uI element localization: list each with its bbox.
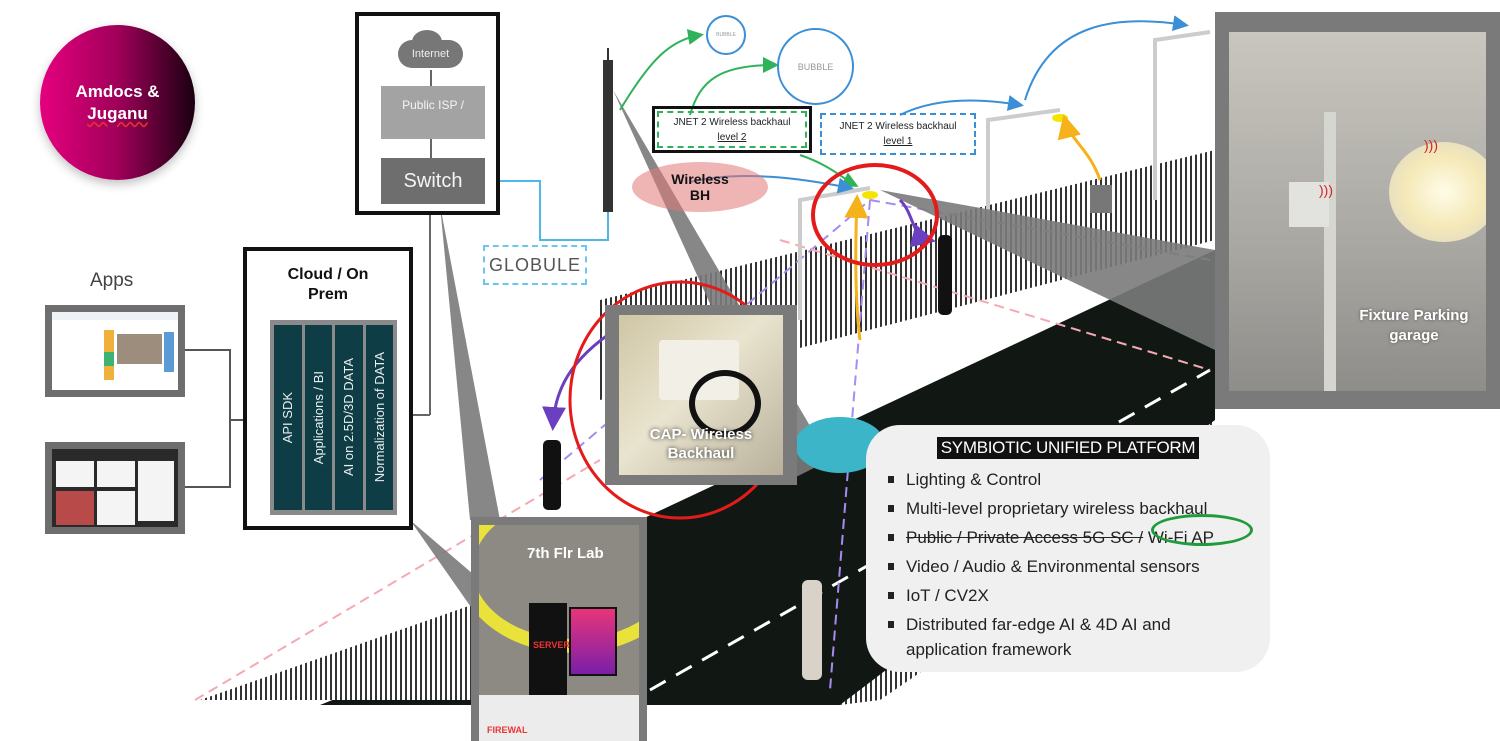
cell-tower [603, 60, 613, 212]
isp-label: Public ISP / [402, 98, 464, 112]
dashboard-screenshot-icon [52, 312, 178, 390]
car-icon [795, 417, 885, 473]
globule-label: GLOBULE [488, 254, 582, 275]
focus-ring-lamp [811, 163, 939, 267]
jnet-level2-box: JNET 2 Wireless backhaul level 2 [652, 106, 812, 153]
feature-item: IoT / CV2X [886, 581, 1250, 610]
jnet-level2-title: JNET 2 Wireless backhaul [673, 116, 791, 128]
wireless-bh-line1: Wireless [671, 171, 729, 187]
isp-node: Public ISP / [381, 86, 485, 139]
bubble-large-label: BUBBLE [797, 61, 834, 72]
cap-wireless-backhaul-photo: CAP- Wireless Backhaul [605, 305, 797, 485]
internet-label: Internet [411, 48, 450, 60]
wifi-signal-icon: ))) [1424, 137, 1438, 153]
logo-line1: Amdocs & [75, 81, 160, 101]
jnet-level2-level: level 2 [717, 131, 747, 143]
person-icon [938, 235, 952, 315]
platform-features-panel: SYMBIOTIC UNIFIED PLATFORM Lighting & Co… [866, 425, 1270, 672]
layer-label: AI on 2.5D/3D DATA [341, 358, 357, 477]
fixture-parking-photo: ))) ))) Fixture Parking garage [1215, 12, 1500, 409]
wireless-bh-label: Wireless BH [632, 162, 768, 212]
apps-label: Apps [90, 270, 134, 291]
layer-label: Applications / BI [310, 370, 326, 465]
jnet-level1-title: JNET 2 Wireless backhaul [839, 121, 957, 132]
layer-applications-bi: Applications / BI [304, 325, 332, 510]
firewall-label: FIREWAL [487, 725, 528, 735]
street-lamp [986, 108, 1061, 230]
trash-can-icon [1090, 185, 1112, 213]
feature-item: Multi-level proprietary wireless backhau… [886, 494, 1250, 523]
cap-label-line1: CAP- Wireless [649, 426, 753, 443]
person-icon [802, 580, 822, 680]
switch-node: Switch [381, 158, 485, 204]
platform-layers: API SDK Applications / BI AI on 2.5D/3D … [270, 320, 397, 515]
layer-normalization: Normalization of DATA [365, 325, 393, 510]
internet-cloud-icon: Internet [398, 30, 463, 68]
jnet-level1-box: JNET 2 Wireless backhaul level 1 [820, 113, 976, 155]
platform-title: SYMBIOTIC UNIFIED PLATFORM [936, 437, 1200, 459]
fixture-label-line2: garage [1389, 327, 1439, 344]
cloud-onprem-title: Cloud / On Prem [243, 265, 413, 305]
person-icon [543, 440, 561, 510]
feature-item: Lighting & Control [886, 465, 1250, 494]
jnet-level1-level: level 1 [883, 136, 913, 147]
layer-ai-3d-data: AI on 2.5D/3D DATA [335, 325, 363, 510]
lab-photo: 7th Flr Lab SERVER FIREWAL [471, 517, 647, 741]
street-lamp [1153, 30, 1211, 200]
cap-label-line2: Backhaul [667, 445, 735, 462]
app-screen-2 [45, 442, 185, 534]
bubble-small-label: BUBBLE [716, 32, 736, 38]
platform-features-list: Lighting & Control Multi-level proprieta… [886, 465, 1250, 662]
globule-box: GLOBULE [483, 245, 587, 285]
lab-title: 7th Flr Lab [527, 545, 604, 562]
cloud-title-line2: Prem [307, 286, 349, 303]
brand-logo: Amdocs & Juganu [40, 25, 195, 180]
feature-item: Video / Audio & Environmental sensors [886, 552, 1250, 581]
bubble-large: BUBBLE [777, 28, 854, 105]
bubble-small: BUBBLE [706, 15, 746, 55]
server-label: SERVER [533, 640, 570, 650]
switch-label: Switch [403, 169, 463, 192]
layer-api-sdk: API SDK [274, 325, 302, 510]
wireless-bh-line2: BH [689, 187, 711, 203]
cloud-title-line1: Cloud / On [287, 266, 369, 283]
layer-label: Normalization of DATA [371, 352, 387, 483]
globule-link [485, 180, 609, 241]
wifi-ap-highlight-ring [1151, 514, 1253, 546]
lane-marking [649, 368, 1211, 692]
feature-item-struck: Public / Private Access 5G SC / [906, 528, 1144, 547]
app-screen-1 [45, 305, 185, 397]
layer-label: API SDK [280, 391, 296, 444]
feature-item: Distributed far-edge AI & 4D AI and appl… [886, 610, 1250, 662]
wifi-signal-icon: ))) [1319, 182, 1333, 198]
fixture-label-line1: Fixture Parking [1359, 307, 1469, 324]
logo-line2: Juganu [87, 103, 148, 123]
dashboard-screenshot-icon [52, 449, 178, 527]
